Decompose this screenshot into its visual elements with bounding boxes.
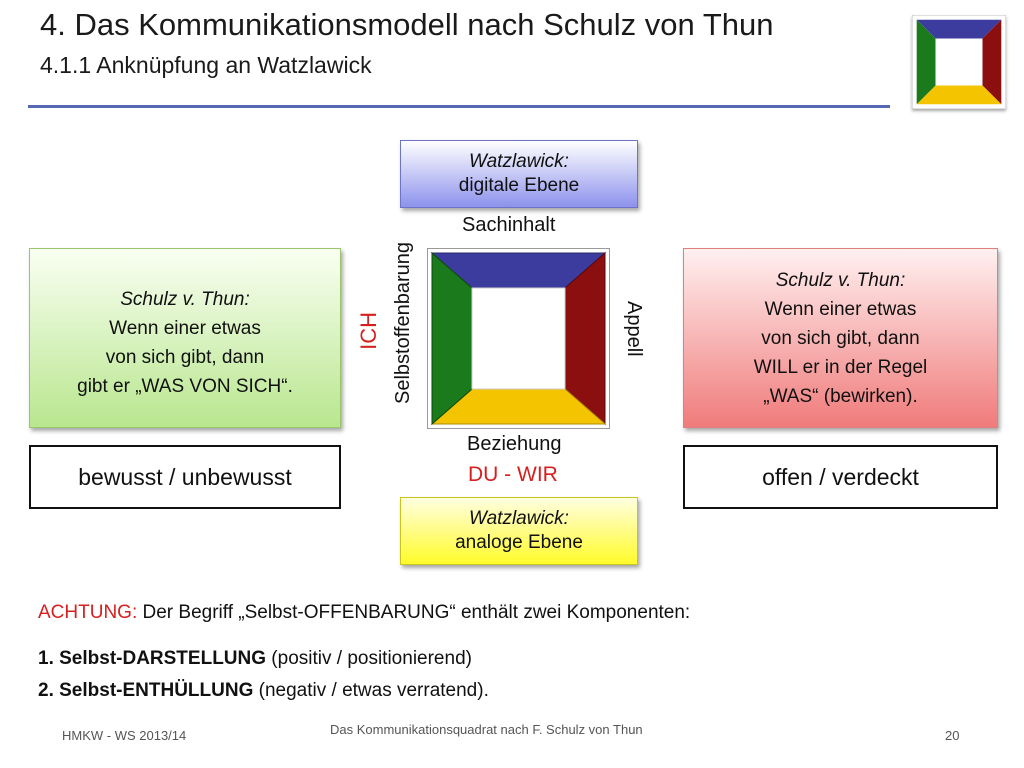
footer-title: Das Kommunikationsquadrat nach F. Schulz… — [330, 722, 643, 737]
logo-yellow-trapezoid — [916, 85, 1002, 105]
page-title: 4. Das Kommunikationsmodell nach Schulz … — [40, 7, 774, 42]
list-item: 1. Selbst-DARSTELLUNG (positiv / positio… — [38, 648, 472, 670]
achtung-text: Der Begriff „Selbst-OFFENBARUNG“ enthält… — [137, 602, 691, 623]
watzlawick-digital-heading: Watzlawick: — [469, 151, 569, 172]
label-ich: ICH — [356, 312, 381, 350]
logo-blue-trapezoid — [916, 19, 1002, 39]
achtung-note: ACHTUNG: Der Begriff „Selbst-OFFENBARUNG… — [38, 602, 690, 624]
watzlawick-digital-box: Watzlawick: digitale Ebene — [400, 140, 638, 208]
page-number: 20 — [945, 728, 960, 743]
list-item: 2. Selbst-ENTHÜLLUNG (negativ / etwas ve… — [38, 680, 489, 702]
title-divider — [28, 105, 890, 108]
communication-square-logo-icon — [912, 15, 1006, 109]
watzlawick-digital-text: digitale Ebene — [458, 175, 580, 196]
thun-right-line: von sich gibt, dann — [761, 327, 920, 349]
thun-left-line: Wenn einer etwas — [109, 318, 261, 339]
label-sachinhalt: Sachinhalt — [462, 214, 556, 236]
item1-bold: 1. Selbst-DARSTELLUNG — [38, 648, 267, 669]
item2-bold: 2. Selbst-ENTHÜLLUNG — [38, 680, 254, 701]
item2-text: (negativ / etwas verratend). — [253, 680, 489, 701]
thun-right-line: „WAS“ (bewirken). — [763, 385, 918, 407]
footer-semester: HMKW - WS 2013/14 — [62, 728, 187, 743]
thun-left-line: gibt er „WAS VON SICH“. — [77, 376, 293, 397]
thun-right-line: Wenn einer etwas — [764, 298, 917, 320]
watzlawick-analog-box: Watzlawick: analoge Ebene — [400, 497, 638, 565]
label-du-wir: DU - WIR — [468, 463, 558, 486]
thun-left-box: Schulz v. Thun: Wenn einer etwas von sic… — [29, 248, 341, 428]
watzlawick-analog-text: analoge Ebene — [455, 532, 583, 553]
logo-green-trapezoid — [916, 19, 936, 105]
communication-square — [427, 248, 610, 429]
label-appell: Appell — [623, 301, 645, 357]
thun-left-line: von sich gibt, dann — [105, 347, 265, 368]
logo-red-trapezoid — [982, 19, 1002, 105]
bewusst-unbewusst-box: bewusst / unbewusst — [29, 445, 341, 509]
offen-verdeckt-box: offen / verdeckt — [683, 445, 998, 509]
thun-right-line: WILL er in der Regel — [753, 356, 928, 378]
thun-right-box: Schulz v. Thun: Wenn einer etwas von sic… — [683, 248, 998, 428]
item1-text: (positiv / positionierend) — [266, 648, 472, 669]
achtung-label: ACHTUNG: — [38, 602, 138, 623]
label-beziehung: Beziehung — [467, 433, 562, 455]
watzlawick-analog-heading: Watzlawick: — [469, 508, 569, 529]
thun-left-heading: Schulz v. Thun: — [120, 289, 250, 310]
label-selbstoffenbarung: Selbstoffenbarung — [392, 242, 414, 404]
page-subtitle: 4.1.1 Anknüpfung an Watzlawick — [40, 52, 372, 78]
thun-right-heading: Schulz v. Thun: — [775, 269, 906, 291]
